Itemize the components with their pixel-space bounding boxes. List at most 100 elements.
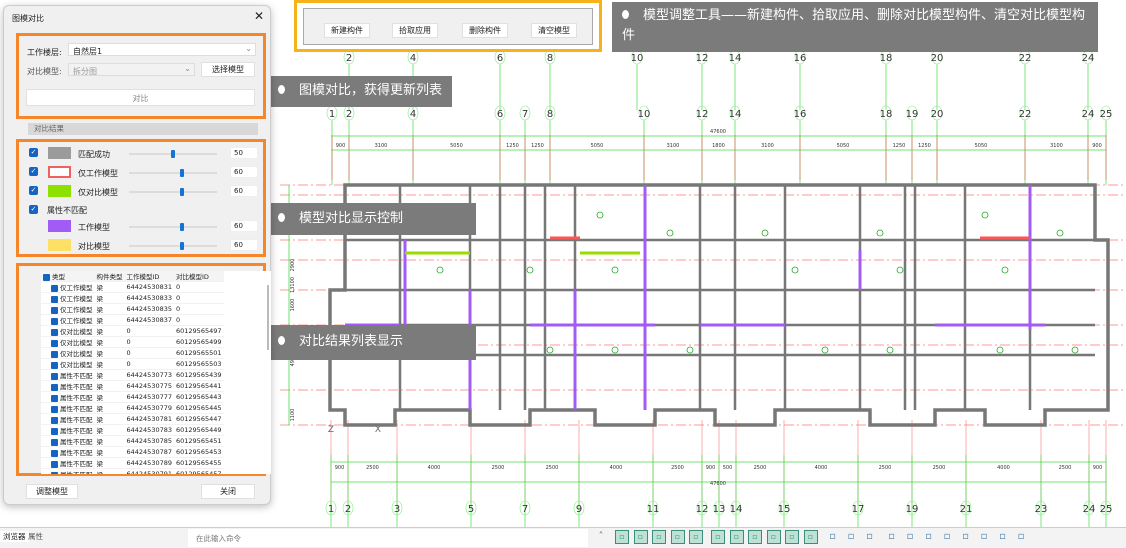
column-header[interactable]: 对比模型ID bbox=[174, 271, 224, 283]
view-top-icon[interactable]: ▫ bbox=[847, 531, 855, 542]
checkbox[interactable] bbox=[51, 350, 58, 358]
delete-component-button[interactable]: 删除构件 bbox=[462, 23, 508, 38]
beam-icon[interactable]: ▫ bbox=[633, 530, 648, 544]
scrollbar[interactable] bbox=[267, 285, 269, 350]
checkbox[interactable] bbox=[51, 416, 58, 424]
checkbox[interactable] bbox=[51, 427, 58, 435]
checkbox[interactable] bbox=[43, 273, 50, 281]
chevron-up-icon[interactable]: ˄ bbox=[598, 531, 604, 542]
slider-thumb[interactable] bbox=[179, 169, 184, 177]
wall-icon[interactable]: ▫ bbox=[711, 530, 725, 544]
checkbox[interactable]: ✓ bbox=[29, 186, 38, 195]
opacity-slider[interactable] bbox=[129, 223, 217, 231]
checkbox[interactable] bbox=[51, 284, 58, 292]
floor-plan-icon[interactable]: ▫ bbox=[615, 530, 629, 544]
opacity-value[interactable]: 60 bbox=[230, 185, 258, 197]
compare-model-select[interactable]: 拆分图⌄ bbox=[68, 63, 195, 76]
checkbox[interactable]: ✓ bbox=[29, 205, 38, 214]
opacity-slider[interactable] bbox=[129, 150, 217, 158]
checkbox[interactable] bbox=[51, 405, 58, 413]
slider-thumb[interactable] bbox=[179, 242, 184, 250]
close-button[interactable]: 关闭 bbox=[201, 484, 255, 499]
filter-icon[interactable]: ▫ bbox=[925, 531, 932, 542]
checkbox[interactable] bbox=[51, 394, 58, 402]
ruler-icon[interactable]: ▫ bbox=[962, 531, 969, 542]
checkbox[interactable] bbox=[51, 317, 58, 325]
measure-icon[interactable]: ▫ bbox=[980, 531, 988, 542]
opacity-value[interactable]: 60 bbox=[230, 239, 258, 251]
opacity-slider[interactable] bbox=[129, 188, 217, 196]
color-swatch[interactable] bbox=[48, 220, 71, 232]
checkbox[interactable] bbox=[51, 460, 58, 468]
table-row[interactable]: 属性不匹配梁6442453079160129565457 bbox=[41, 468, 224, 474]
panel-icon[interactable]: ▫ bbox=[766, 530, 781, 544]
view-3d-icon[interactable]: ▫ bbox=[829, 531, 836, 542]
view-iso-icon[interactable]: ▫ bbox=[866, 531, 873, 542]
opacity-value[interactable]: 50 bbox=[230, 147, 258, 159]
print-icon[interactable]: ▫ bbox=[999, 531, 1006, 542]
checkbox[interactable] bbox=[51, 306, 58, 314]
tab-properties[interactable]: 属性 bbox=[28, 532, 43, 541]
opacity-slider[interactable] bbox=[129, 169, 217, 177]
clear-model-button[interactable]: 清空模型 bbox=[531, 23, 577, 38]
column-header[interactable]: 类型 bbox=[41, 271, 95, 283]
slider-thumb[interactable] bbox=[171, 150, 175, 158]
command-input[interactable]: 在此输入命令 bbox=[188, 529, 588, 547]
slider-thumb[interactable] bbox=[179, 188, 184, 196]
color-swatch[interactable] bbox=[48, 185, 71, 197]
add-icon[interactable]: ▫ bbox=[785, 530, 799, 544]
checkbox[interactable] bbox=[51, 295, 58, 303]
checkbox[interactable] bbox=[51, 339, 58, 347]
new-component-button[interactable]: 新建构件 bbox=[324, 23, 370, 38]
layer-icon[interactable]: ▫ bbox=[906, 531, 914, 542]
color-swatch[interactable] bbox=[48, 147, 71, 159]
grid-icon[interactable]: ▫ bbox=[803, 530, 818, 544]
checkbox[interactable]: ✓ bbox=[29, 167, 38, 176]
slab-icon[interactable]: ▫ bbox=[670, 530, 685, 544]
tab-browser[interactable]: 浏览器 bbox=[0, 531, 29, 542]
checkbox[interactable] bbox=[51, 328, 58, 336]
column-header[interactable]: 构件类型 bbox=[94, 271, 125, 283]
cylinder-icon[interactable]: ▫ bbox=[729, 530, 744, 544]
color-swatch[interactable] bbox=[48, 239, 71, 251]
slider-thumb[interactable] bbox=[179, 223, 184, 231]
area-icon[interactable]: ▫ bbox=[689, 530, 703, 544]
settings-icon[interactable]: ▫ bbox=[1017, 531, 1025, 542]
compare-button[interactable]: 对比 bbox=[26, 89, 255, 106]
close-icon[interactable]: ✕ bbox=[253, 9, 264, 23]
opacity-value[interactable]: 60 bbox=[230, 166, 258, 178]
checkbox[interactable] bbox=[51, 471, 58, 474]
section-icon[interactable]: ▫ bbox=[943, 531, 951, 542]
checkbox[interactable] bbox=[51, 383, 58, 391]
column-header[interactable]: 工作模型ID bbox=[124, 271, 174, 283]
checkbox[interactable] bbox=[51, 449, 58, 457]
checkbox[interactable] bbox=[51, 438, 58, 446]
checkbox[interactable] bbox=[51, 372, 58, 380]
checkbox[interactable]: ✓ bbox=[29, 148, 38, 157]
checkbox[interactable] bbox=[51, 361, 58, 369]
opacity-value[interactable]: 60 bbox=[230, 220, 258, 232]
render-icon[interactable]: ▫ bbox=[888, 531, 895, 542]
work-layer-select[interactable]: 自然层1⌄ bbox=[68, 43, 256, 56]
pick-apply-button[interactable]: 拾取应用 bbox=[392, 23, 438, 38]
adjust-model-button[interactable]: 调整模型 bbox=[26, 484, 78, 499]
column2-icon[interactable]: ▫ bbox=[748, 530, 762, 544]
color-swatch[interactable] bbox=[48, 166, 71, 178]
column-icon[interactable]: ▫ bbox=[652, 530, 666, 544]
